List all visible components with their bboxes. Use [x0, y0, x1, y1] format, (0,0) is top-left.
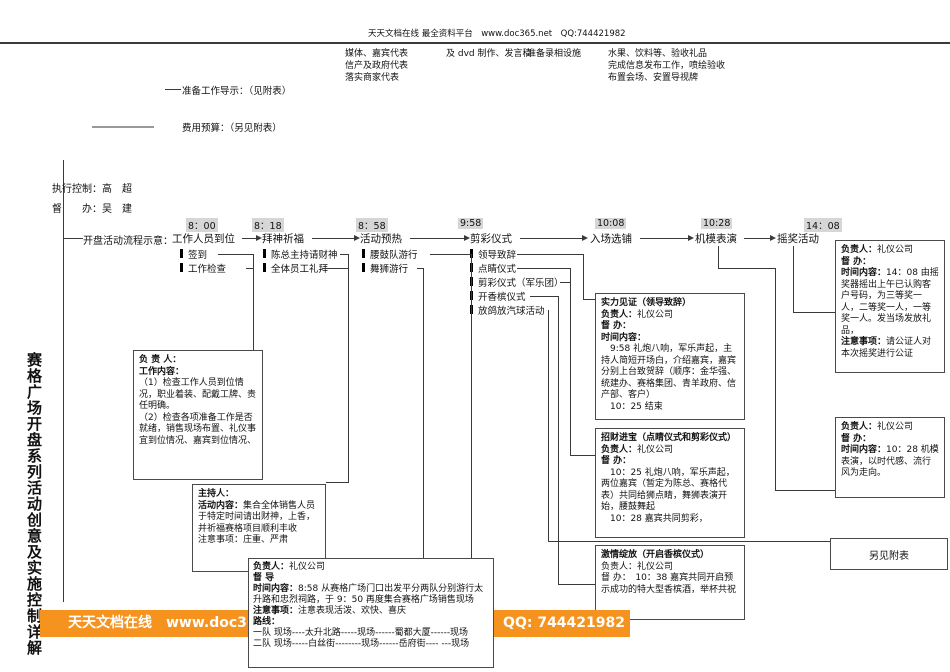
time-badge-5: 10:08	[595, 218, 627, 229]
flow-item-workcheck: 工作检查	[180, 261, 226, 275]
connector-line	[246, 268, 253, 269]
connector-line	[548, 541, 830, 542]
bullet-icon	[263, 249, 266, 258]
flow-arrow	[312, 235, 360, 241]
connector-line	[430, 254, 471, 255]
time-badge-2: 8：18	[252, 218, 284, 232]
time-badge-1: 8：00	[186, 218, 218, 232]
connector-line	[558, 584, 595, 585]
detail-box-host: 主持人： 活动内容：集合全体销售人员于特定时间请出财神，上香，并祈福赛格项目顺利…	[192, 484, 326, 572]
header-divider	[0, 42, 950, 44]
connector-line	[548, 310, 549, 541]
flow-item-band: 剪彩仪式（军乐团）	[470, 275, 564, 289]
prep-guide-dash	[165, 89, 181, 90]
time-badge-7: 14：08	[804, 218, 842, 232]
connector-line	[718, 268, 775, 269]
connector-line	[322, 268, 348, 269]
flow-arrow	[640, 235, 694, 241]
flow-item-eyedot: 点睛仪式	[470, 261, 516, 275]
time-badge-3: 8：58	[356, 218, 388, 232]
prep-guide-note: 准备工作导示：（见附表）	[182, 86, 292, 97]
detail-box-parade: 负责人：礼仪公司 督 导 时间内容：8:58 从赛格广场门口出发平分两队分别游行…	[248, 558, 494, 668]
connector-line	[570, 268, 571, 455]
prep-note-recording: 准备录相设施	[527, 49, 582, 59]
time-badge-4: 9:58	[458, 218, 484, 229]
connector-line	[423, 268, 424, 558]
flow-item-drum: 腰鼓队游行	[362, 247, 418, 261]
detail-box-champagne: 激情绽放（开启香槟仪式） 负责人：礼仪公司 督 办： 10：38 嘉宾共同开启预…	[595, 545, 745, 620]
flow-stage-entry: 入场选铺	[590, 233, 632, 245]
connector-line	[793, 246, 794, 312]
executor-label: 执行控制：高 超	[52, 184, 132, 195]
connector-line	[517, 268, 570, 269]
connector-line	[583, 299, 595, 300]
flow-arrow	[744, 235, 776, 241]
sidebar-vertical-title: 赛格广场开盘系列活动创意及实施控制详解	[25, 352, 43, 656]
axis-tick-line	[63, 238, 83, 239]
watermark-header: 天天文档在线 最全资料平台 www.doc365.net QQ:74442198…	[368, 29, 626, 39]
flow-stage-staff: 工作人员到位	[172, 233, 235, 245]
time-badge-6: 10:28	[701, 218, 733, 229]
detail-box-lottery: 负责人：礼仪公司 督 办： 时间内容：14：08 由摇奖器摇出上午已认购客户号码…	[835, 240, 945, 373]
detail-box-model-show: 负责人：礼仪公司 督 办： 时间内容：10：28 机模表演，以时代感、流行风为走…	[835, 417, 945, 498]
bullet-icon	[263, 263, 266, 272]
detail-box-staff-check: 负 责 人： 工作内容： （1）检查工作人员到位情况，职业着装、配戴工牌、责任明…	[133, 350, 263, 480]
flow-stage-warmup: 活动预热	[360, 233, 402, 245]
connector-line	[517, 254, 583, 255]
flow-stage-model: 机模表演	[695, 233, 737, 245]
budget-line	[92, 126, 154, 128]
see-attachment-box: 另见附表	[830, 538, 948, 570]
supervisor-label: 督 办：吴 建	[52, 204, 132, 215]
flow-arrow	[520, 235, 588, 241]
flow-item-speech: 领导致辞	[470, 247, 516, 261]
flow-arrow	[242, 235, 262, 241]
budget-note: 费用预算：（另见附表）	[182, 123, 282, 134]
bullet-icon	[362, 263, 365, 272]
connector-line	[417, 268, 423, 269]
connector-line	[583, 254, 584, 299]
connector-line	[340, 254, 348, 255]
flow-item-god: 陈总主持请财神	[263, 247, 338, 261]
bullet-icon	[470, 249, 473, 258]
connector-line	[348, 254, 349, 483]
connector-line	[471, 254, 472, 558]
flow-item-champagne: 开香槟仪式	[470, 289, 526, 303]
prep-note-dvd: 及 dvd 制作、发言稿	[446, 49, 532, 59]
connector-line	[793, 312, 835, 313]
connector-line	[718, 246, 719, 268]
bullet-icon	[180, 249, 183, 258]
flow-label: 开盘活动流程示意：	[83, 236, 173, 247]
connector-line	[218, 254, 253, 255]
bullet-icon	[362, 249, 365, 258]
connector-line	[326, 482, 349, 483]
connector-line	[558, 296, 559, 584]
flow-item-doves: 放鸽放汽球活动	[470, 303, 545, 317]
connector-line	[775, 268, 776, 490]
connector-line	[775, 490, 835, 491]
connector-line	[253, 254, 254, 350]
flow-stage-worship: 拜神祈福	[262, 233, 304, 245]
flow-item-signin: 签到	[180, 247, 207, 261]
connector-line	[530, 296, 558, 297]
connector-line	[560, 282, 570, 283]
detail-box-speech: 实力见证（领导致辞） 负责人：礼仪公司 督 办： 时间内容： 9:58 礼炮八响…	[595, 293, 745, 420]
flow-stage-lottery: 摇奖活动	[777, 233, 819, 245]
flow-item-bow: 全体员工礼拜	[263, 261, 328, 275]
detail-box-eyedot: 招财进宝（点睛仪式和剪彩仪式） 负责人：礼仪公司 督 办： 10：25 礼炮八响…	[595, 428, 745, 538]
left-axis-line	[63, 160, 64, 602]
bullet-icon	[180, 263, 183, 272]
connector-line	[570, 455, 595, 456]
flow-stage-ribbon: 剪彩仪式	[470, 233, 512, 245]
flow-arrow	[410, 235, 470, 241]
footer-banner-left-text: 天天文档在线 www.doc365.net	[68, 615, 298, 631]
flow-item-lion: 舞狮游行	[362, 261, 408, 275]
